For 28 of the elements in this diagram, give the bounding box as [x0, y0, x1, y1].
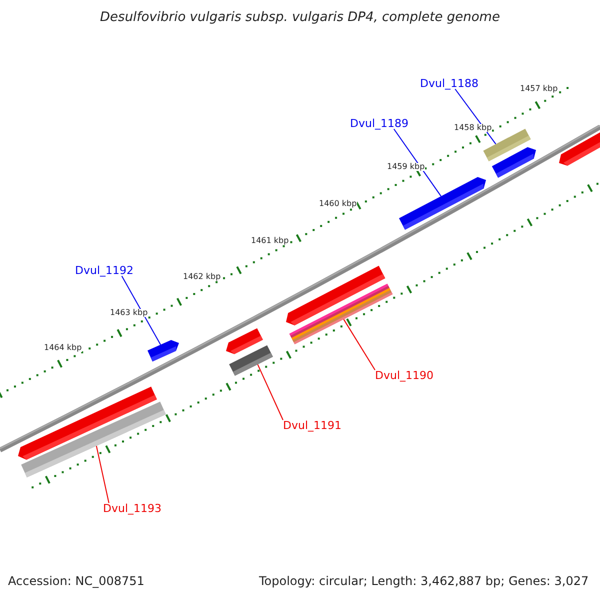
- gene-label: Dvul_1193: [103, 503, 162, 514]
- gene-feature: [289, 284, 393, 344]
- leader-line: [343, 318, 376, 370]
- gene-label: Dvul_1189: [350, 118, 409, 129]
- gene-label: Dvul_1192: [75, 265, 134, 276]
- tick-label: 1461 kbp: [251, 237, 289, 245]
- leader-line: [454, 88, 496, 145]
- title: Desulfovibrio vulgaris subsp. vulgaris DP4, complete genome: [100, 11, 500, 24]
- tick-label: 1457 kbp: [520, 85, 558, 93]
- gene-label: Dvul_1190: [375, 370, 434, 381]
- accession-text: Accession: NC_008751: [8, 575, 144, 587]
- gene-feature: [21, 402, 166, 478]
- leader-line: [257, 364, 284, 420]
- tick-label: 1459 kbp: [387, 163, 425, 171]
- gene-label: Dvul_1191: [283, 420, 342, 431]
- tick-label: 1464 kbp: [44, 344, 82, 352]
- tick-label: 1463 kbp: [110, 309, 148, 317]
- leader-line: [121, 276, 162, 346]
- tick-label: 1458 kbp: [454, 124, 492, 132]
- gene-feature: [229, 345, 273, 376]
- gene-feature: [399, 177, 486, 230]
- gene-feature: [148, 340, 179, 362]
- leader-line: [96, 445, 110, 504]
- tick-label: 1460 kbp: [319, 200, 357, 208]
- tick-label: 1462 kbp: [183, 273, 221, 281]
- gene-label: Dvul_1188: [420, 78, 479, 89]
- genome-info-text: Topology: circular; Length: 3,462,887 bp; Genes: 3,027: [259, 575, 589, 587]
- leader-line: [393, 128, 442, 197]
